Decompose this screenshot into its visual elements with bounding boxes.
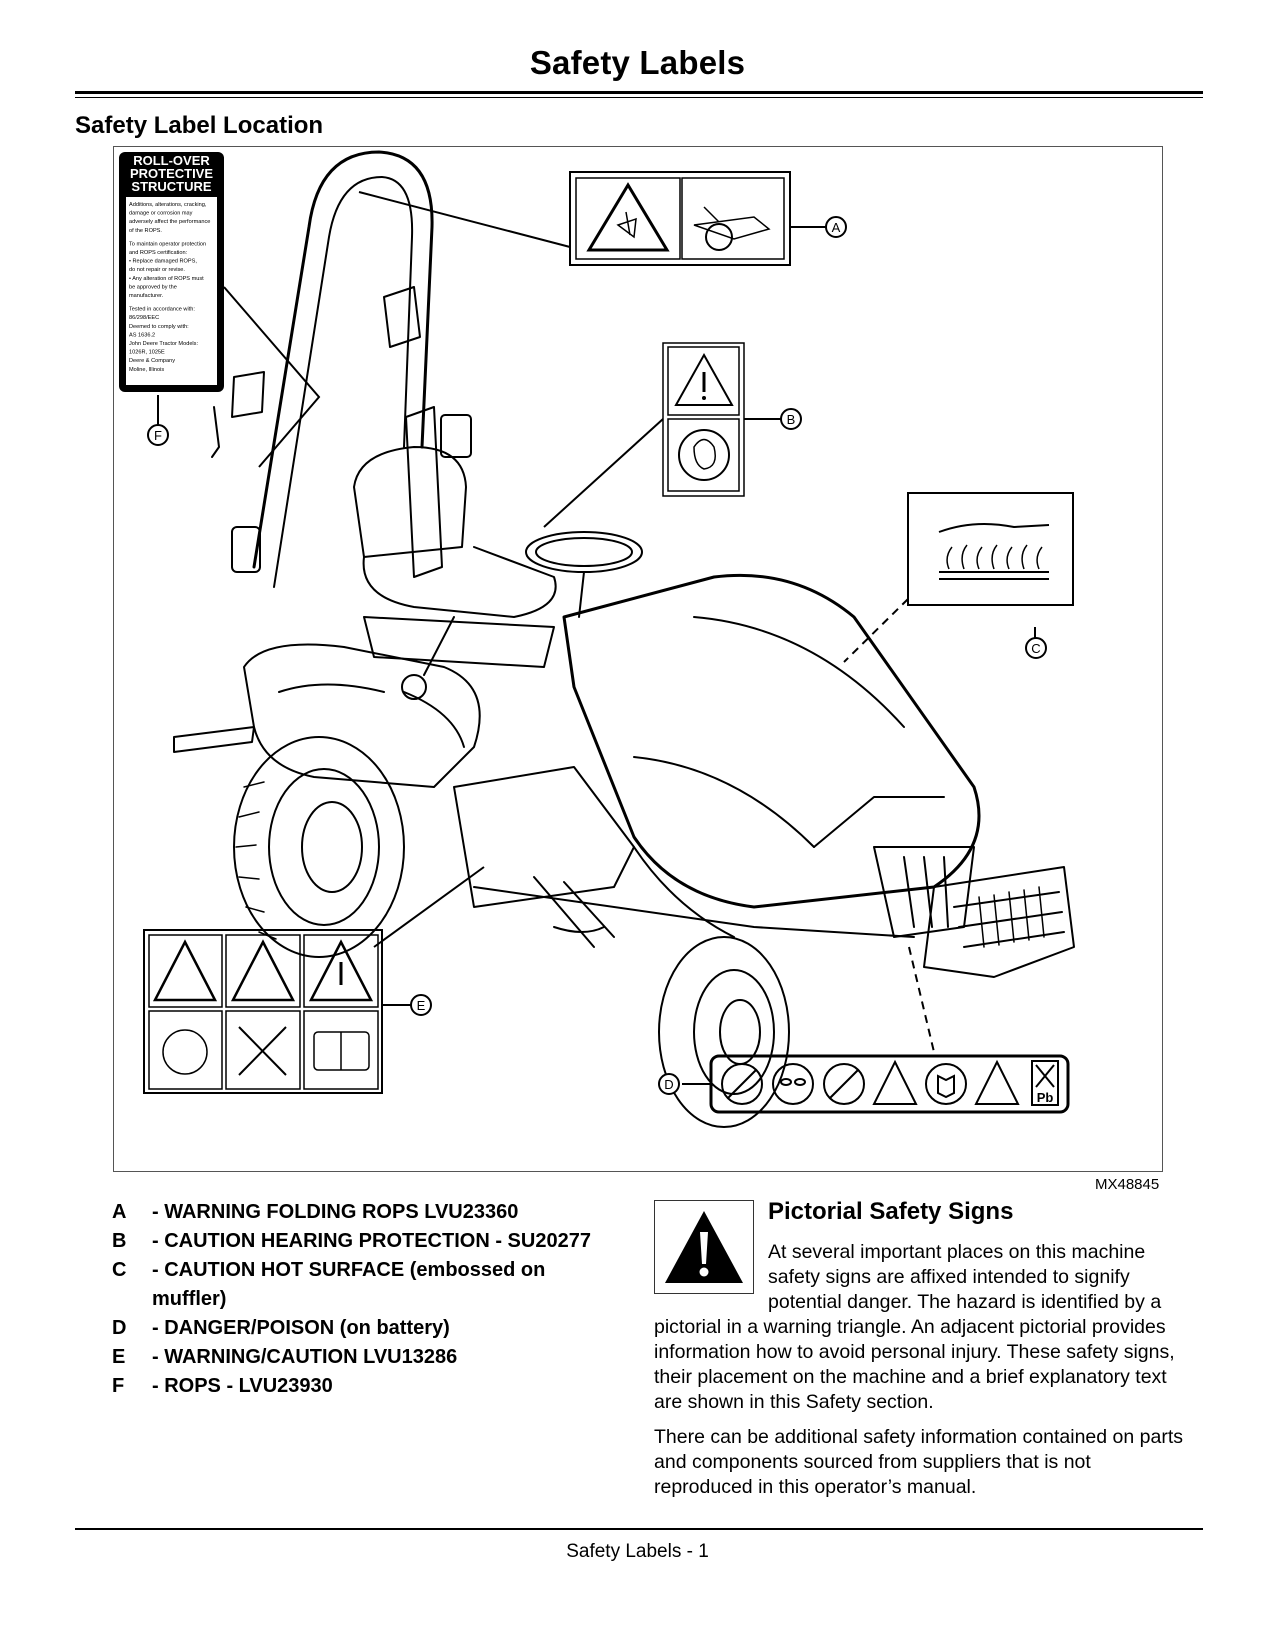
label-e-sign [143,929,383,1094]
rops-label-line: and ROPS certification: [129,250,188,256]
legend-text: - ROPS - LVU23930 [152,1375,333,1397]
legend-key: F [112,1375,125,1397]
page-title: Safety Labels [529,44,746,81]
rops-label-line: John Deere Tractor Models: [129,341,198,347]
label-b-sign [662,342,745,497]
legend-text: - WARNING/CAUTION LVU13286 [152,1346,458,1368]
legend-text: - CAUTION HOT SURFACE (embossed on muffl… [152,1259,546,1310]
pictorial-paragraph-1: At several important places on this mach… [654,1241,1175,1413]
rops-label-line: Additions, alterations, cracking, [129,202,207,208]
legend-item-f: F - ROPS - LVU23930 [112,1372,612,1401]
rops-label-line: To maintain operator protection [129,241,206,247]
rops-label-line: adversely affect the performance [129,219,210,225]
rops-label-line: AS 1636.2 [129,332,155,338]
callout-e: E [417,998,426,1013]
legend-key: C [112,1259,127,1281]
legend-text: - DANGER/POISON (on battery) [152,1317,450,1339]
header-rule-thin [75,97,1203,98]
rops-label: ROLL-OVER PROTECTIVE STRUCTURE Additions… [119,152,224,392]
legend-item-a: A - WARNING FOLDING ROPS LVU23360 [112,1198,612,1227]
pictorial-safety-section: Pictorial Safety Signs At several import… [654,1198,1194,1510]
rops-label-line: Deere & Company [129,358,175,364]
safety-label-location-figure: ROLL-OVER PROTECTIVE STRUCTURE Additions… [113,146,1163,1172]
rops-label-line: 86/298/EEC [129,315,159,321]
warning-triangle-box [654,1200,754,1294]
page-footer: Safety Labels - 1 [566,1541,709,1562]
rops-label-line: Tested in accordance with: [129,307,195,313]
legend-item-e: E - WARNING/CAUTION LVU13286 [112,1343,612,1372]
warning-triangle-icon [665,1211,743,1283]
label-d-sign: Pb [709,1054,1070,1114]
callout-c: C [1031,641,1040,656]
legend-key: A [112,1201,127,1223]
legend-text: - WARNING FOLDING ROPS LVU23360 [152,1201,519,1223]
rops-label-line: 1026R, 1025E [129,350,165,356]
label-c-sign [907,492,1074,606]
rops-label-line: do not repair or revise. [129,267,185,273]
label-a-sign [569,171,791,266]
legend-item-b: B - CAUTION HEARING PROTECTION - SU20277 [112,1227,612,1256]
pictorial-paragraph-2: There can be additional safety informati… [654,1426,1183,1498]
rops-label-heading-1: ROLL-OVER [133,153,210,168]
rops-label-heading-3: STRUCTURE [131,179,211,194]
rops-label-line: • Any alteration of ROPS must [129,276,204,282]
tractor-illustration: ROLL-OVER PROTECTIVE STRUCTURE Additions… [119,150,1075,1128]
rops-label-line: Moline, Illinois [129,367,164,373]
battery-label-text: Pb [1037,1090,1054,1105]
callout-f: F [154,428,162,443]
legend-key: E [112,1346,126,1368]
rops-label-line: be approved by the [129,284,177,290]
header-rule [75,91,1203,94]
rops-label-line: • Replace damaged ROPS, [129,259,197,265]
legend-text: - CAUTION HEARING PROTECTION - SU20277 [152,1230,591,1252]
rops-label-line: of the ROPS. [129,228,162,234]
callout-a: A [832,220,841,235]
label-legend: A - WARNING FOLDING ROPS LVU23360 B - CA… [112,1198,612,1401]
legend-key: B [112,1230,127,1252]
rops-label-line: damage or corrosion may [129,211,193,217]
rops-label-heading-2: PROTECTIVE [130,166,213,181]
pictorial-title: Pictorial Safety Signs [768,1198,1014,1225]
legend-item-d: D - DANGER/POISON (on battery) [112,1314,612,1343]
figure-id: MX48845 [1095,1176,1160,1193]
section-title: Safety Label Location [75,112,324,139]
callout-b: B [787,412,796,427]
legend-key: D [112,1317,127,1339]
callout-d: D [664,1077,673,1092]
footer-rule [75,1528,1203,1530]
legend-item-c: C - CAUTION HOT SURFACE (embossed on muf… [112,1256,612,1314]
rops-label-line: manufacturer. [129,293,164,299]
rops-label-line: Deemed to comply with: [129,324,189,330]
